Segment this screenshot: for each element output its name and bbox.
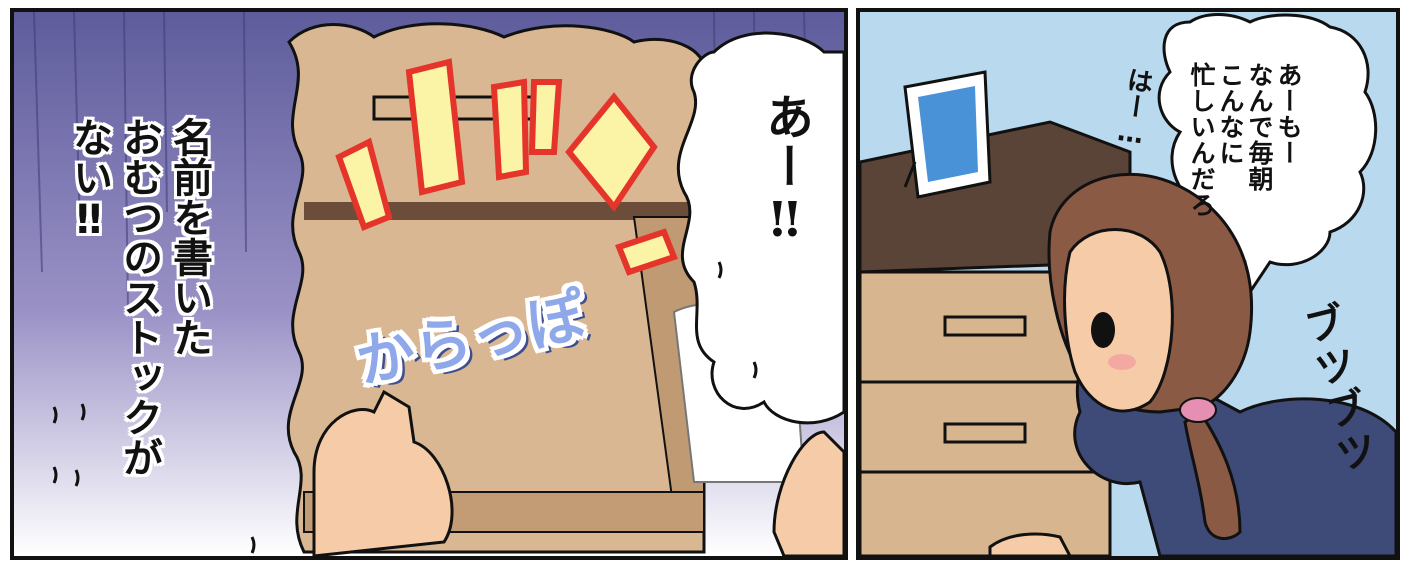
- panel-left-art: [14, 12, 844, 556]
- dresser-drawer-3: [860, 470, 1112, 556]
- exclamation-bubble: [676, 31, 844, 425]
- left-hand: [312, 389, 454, 556]
- panel-right-art: [860, 12, 1396, 556]
- woman-character: [988, 172, 1396, 556]
- woman-hand: [988, 532, 1072, 556]
- comic-panel-right: あーもー なんで毎朝 こんなに 忙しいんだろ はー… ブツブツ: [856, 8, 1400, 560]
- woman-face: [1063, 228, 1174, 413]
- drawer-handle-1: [943, 315, 1027, 337]
- drawer-edge: [304, 202, 704, 220]
- shock-marks: [335, 58, 678, 276]
- comic-panel-left: 名前を書いた おむつのストックが ない‼ あー‼ からっぽ: [10, 8, 848, 560]
- sweat-marks: [52, 261, 758, 554]
- drawer-handle-2: [943, 422, 1027, 444]
- hair-tie: [1179, 397, 1217, 423]
- woman-eye: [1091, 312, 1115, 348]
- woman-blush: [1108, 354, 1136, 370]
- dresser-drawer-2: [860, 380, 1112, 474]
- exclamation-text: あー‼: [757, 92, 813, 250]
- narration-text: 名前を書いた おむつのストックが ない‼: [66, 117, 212, 477]
- woman-ponytail: [1183, 409, 1242, 541]
- right-hand: [772, 430, 844, 556]
- speech-text: あーもー なんで毎朝 こんなに 忙しいんだろ: [1187, 62, 1303, 218]
- mirror: [903, 70, 992, 199]
